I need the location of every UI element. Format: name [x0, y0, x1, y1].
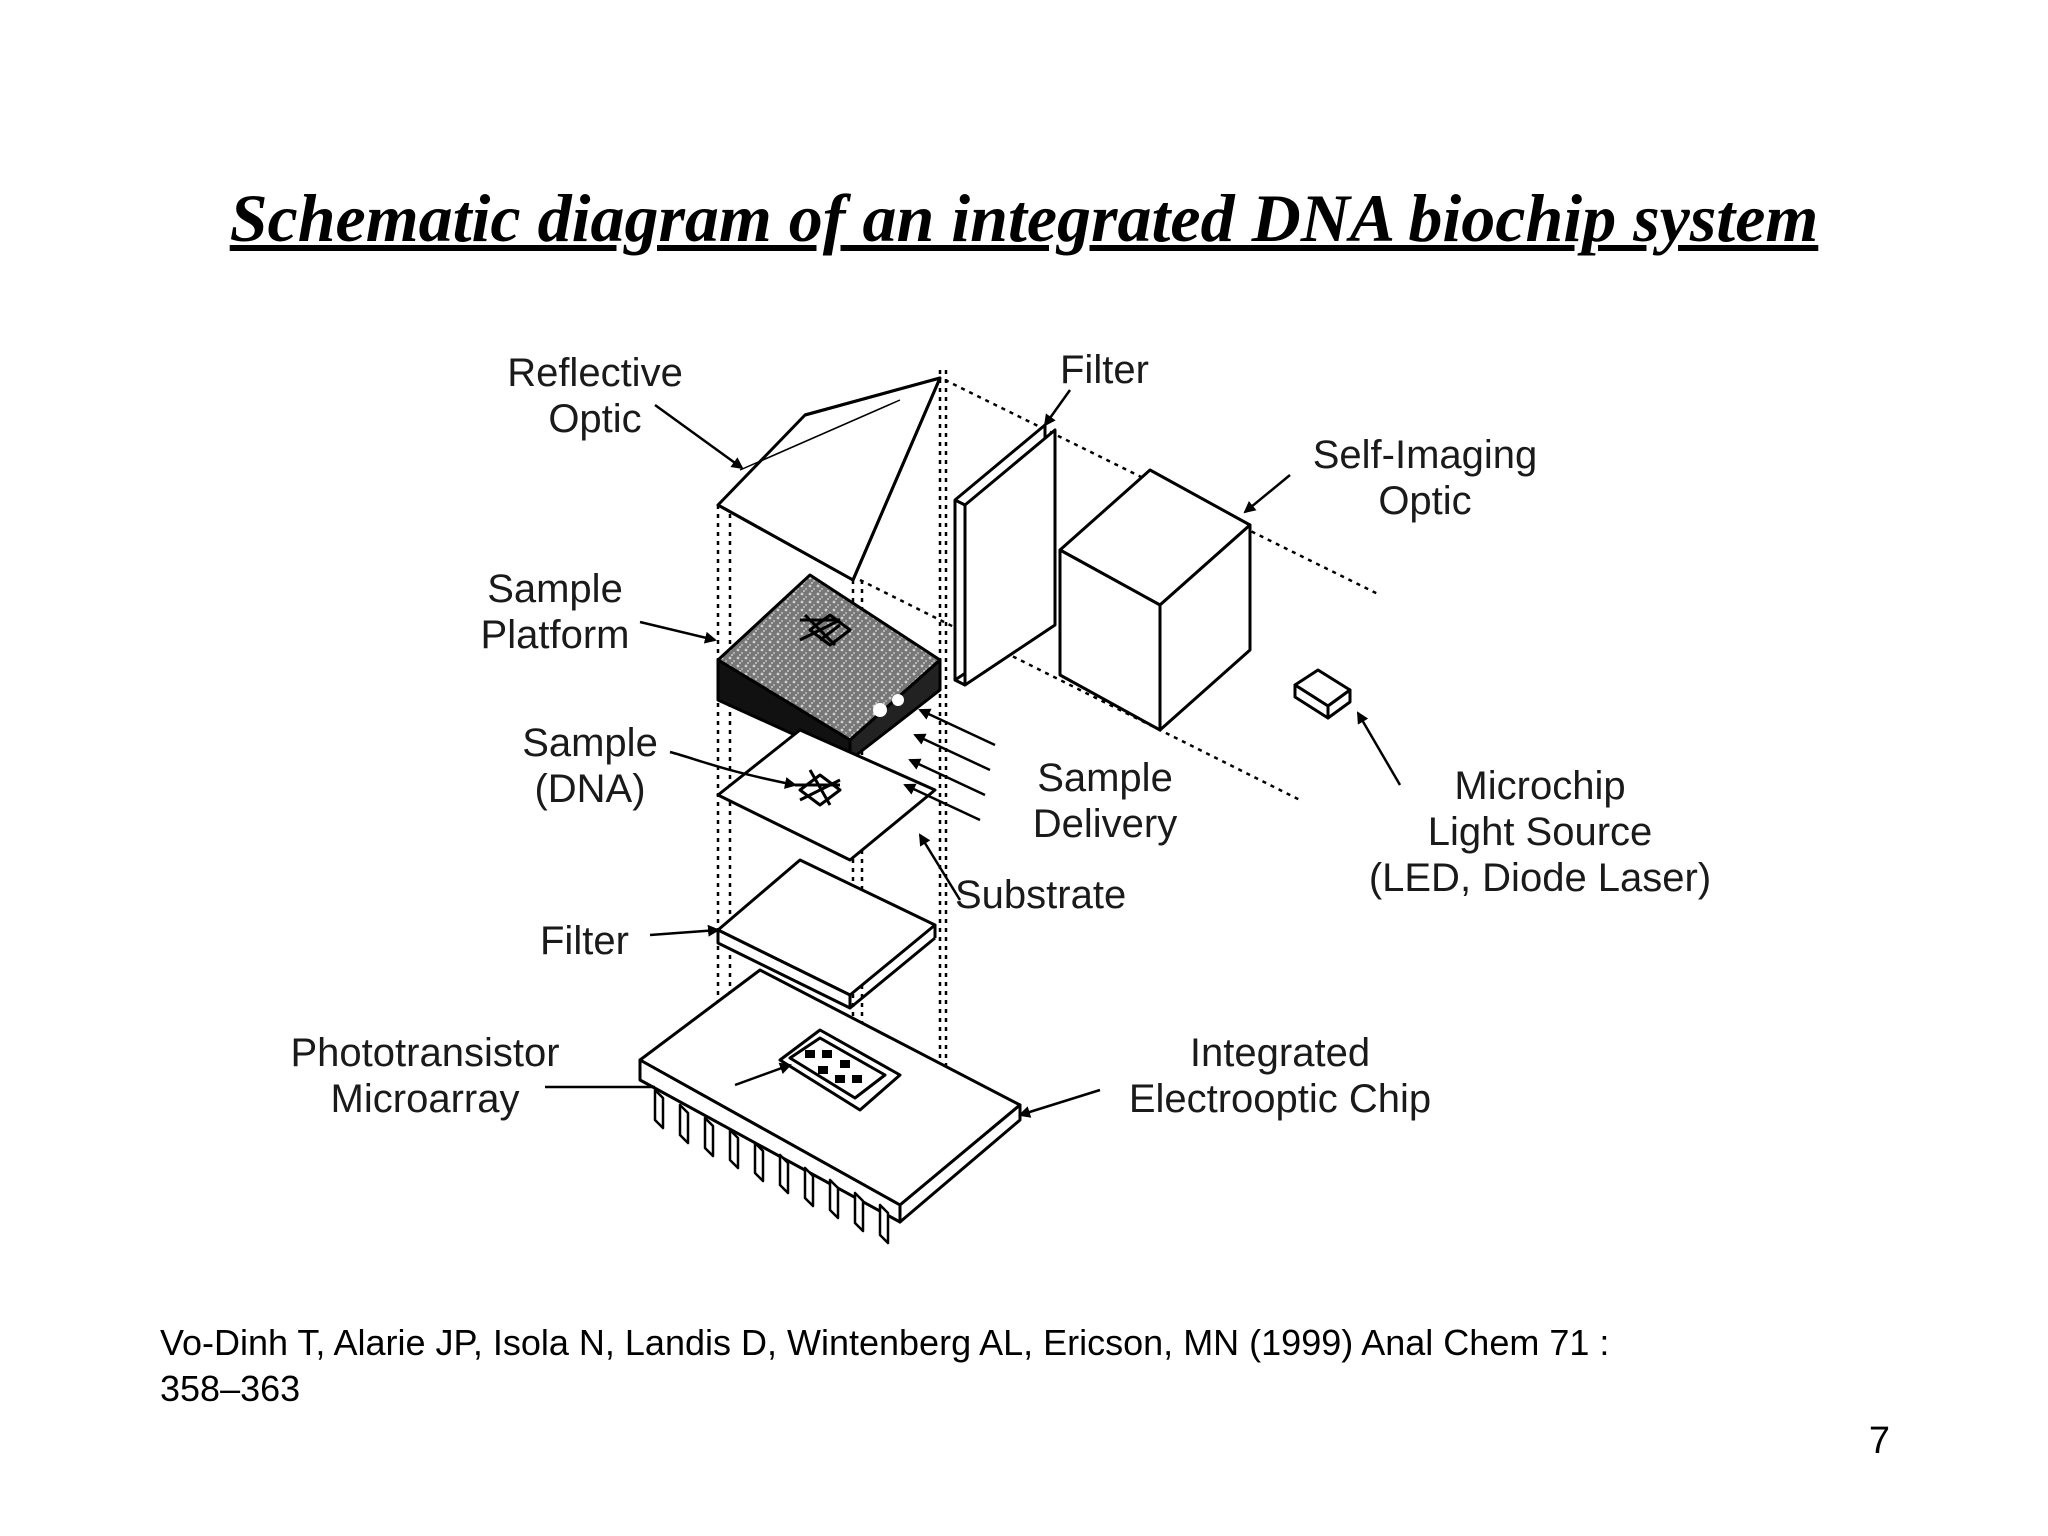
- sample-platform: [716, 573, 942, 762]
- label-filter-bottom: Filter: [540, 919, 629, 963]
- sample-substrate: [716, 728, 937, 862]
- filter-top: [953, 423, 1057, 687]
- page-number: 7: [1868, 1420, 1890, 1462]
- label-integrated-electrooptic-chip: Integrated Electrooptic Chip: [1128, 1031, 1432, 1121]
- slide-title: Schematic diagram of an integrated DNA b…: [229, 180, 1819, 256]
- integrated-electrooptic-chip: [638, 968, 1022, 1245]
- label-sample-delivery: Sample Delivery: [1032, 756, 1178, 846]
- label-filter-top: Filter: [1060, 348, 1149, 392]
- label-light-source: Microchip Light Source (LED, Diode Laser…: [1368, 764, 1712, 900]
- chip-pins: [653, 1088, 890, 1245]
- label-sample-dna: Sample (DNA): [522, 721, 658, 811]
- label-sample-platform: Sample Platform: [480, 567, 630, 657]
- citation: Vo-Dinh T, Alarie JP, Isola N, Landis D,…: [160, 1322, 1610, 1409]
- filter-bottom: [716, 858, 937, 1010]
- label-phototransistor-microarray: Phototransistor Microarray: [290, 1031, 560, 1121]
- label-self-imaging-optic: Self-Imaging Optic: [1312, 433, 1538, 523]
- label-substrate: Substrate: [955, 873, 1127, 917]
- leader-arrows: [545, 389, 1402, 1118]
- microchip-light-source: [1293, 668, 1352, 720]
- reflective-optic: [716, 376, 942, 582]
- label-reflective-optic: Reflective Optic: [507, 351, 683, 441]
- self-imaging-optic: [1058, 468, 1252, 732]
